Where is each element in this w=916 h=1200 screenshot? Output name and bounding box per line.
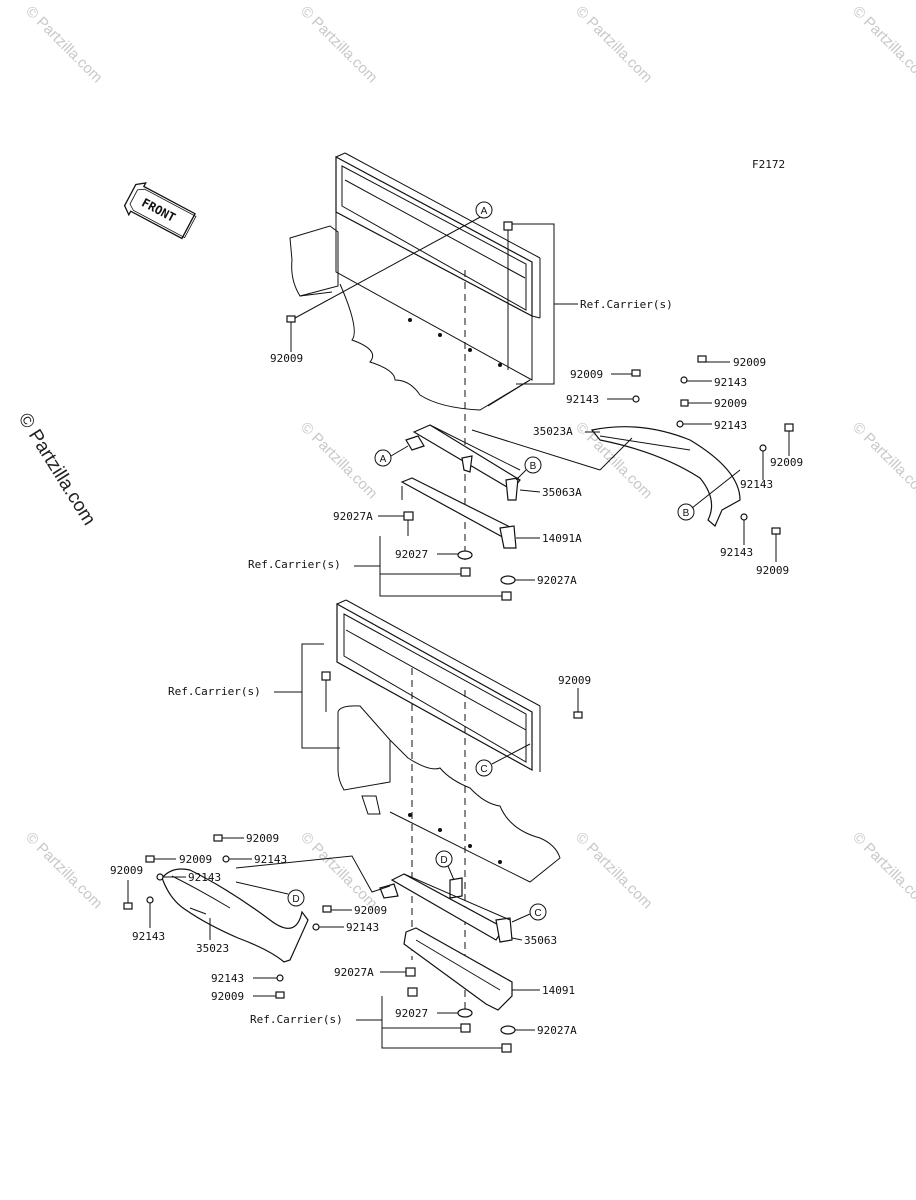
svg-text:92009: 92009	[270, 352, 303, 365]
svg-text:92143: 92143	[211, 972, 244, 985]
bolt-92009: 92009	[270, 315, 303, 365]
svg-text:Ref.Carrier(s): Ref.Carrier(s)	[168, 685, 261, 698]
fender-35023: 35023	[161, 855, 391, 963]
svg-text:92143: 92143	[740, 478, 773, 491]
svg-text:C: C	[534, 908, 541, 919]
front-arrow-icon: FRONT	[123, 182, 197, 240]
svg-text:35063: 35063	[524, 934, 557, 947]
svg-text:92009: 92009	[570, 368, 603, 381]
callout-a: A	[475, 201, 493, 219]
nuts-lower: 92027A 92027 92027A Ref.Carrier(s)	[250, 966, 577, 1053]
svg-text:92009: 92009	[733, 356, 766, 369]
svg-text:92009: 92009	[354, 904, 387, 917]
callout-c: C	[475, 743, 531, 777]
svg-text:35023: 35023	[196, 942, 229, 955]
svg-text:92009: 92009	[179, 853, 212, 866]
svg-text:92009: 92009	[246, 832, 279, 845]
callout-d-upper: D	[435, 850, 455, 881]
nuts-upper: 92027A 92027 92027A Ref.Carrier(s)	[248, 510, 577, 601]
svg-text:92143: 92143	[254, 853, 287, 866]
watermark: © Partzilla.com	[849, 3, 916, 86]
watermark: © Partzilla.com	[849, 419, 916, 502]
svg-text:Ref.Carrier(s): Ref.Carrier(s)	[250, 1013, 343, 1026]
svg-text:92009: 92009	[770, 456, 803, 469]
svg-text:35063A: 35063A	[542, 486, 582, 499]
svg-text:92143: 92143	[132, 930, 165, 943]
watermark: © Partzilla.com	[849, 829, 916, 912]
watermark: © Partzilla.com	[572, 829, 655, 912]
stay-14091A: 14091A	[400, 477, 582, 549]
svg-text:35023A: 35023A	[533, 425, 573, 438]
svg-text:92027: 92027	[395, 548, 428, 561]
svg-text:92143: 92143	[714, 419, 747, 432]
svg-text:92143: 92143	[566, 393, 599, 406]
svg-text:14091: 14091	[542, 984, 575, 997]
watermark: © Partzilla.com	[297, 419, 380, 502]
watermark: © Partzilla.com	[297, 829, 380, 912]
crossbar-35063: 35063	[379, 873, 557, 947]
crossbar-35063A: 35063A	[405, 424, 633, 501]
svg-text:92027A: 92027A	[537, 1024, 577, 1037]
svg-text:92009: 92009	[110, 864, 143, 877]
svg-text:92143: 92143	[714, 376, 747, 389]
watermark: © Partzilla.com	[572, 3, 655, 86]
ref-carrier-lower: Ref.Carrier(s)	[168, 643, 340, 749]
svg-text:D: D	[292, 894, 299, 905]
svg-text:92009: 92009	[558, 674, 591, 687]
svg-text:92009: 92009	[714, 397, 747, 410]
watermark: © Partzilla.com	[22, 3, 105, 86]
callout-c-lower: C	[511, 903, 547, 923]
svg-text:92027A: 92027A	[537, 574, 577, 587]
svg-text:92027A: 92027A	[334, 966, 374, 979]
svg-text:92143: 92143	[720, 546, 753, 559]
upper-carrier-bed	[289, 152, 541, 411]
callout-b-upper: B	[515, 456, 542, 481]
fasteners-upper-right: 92009 92143 92009 92143 92009 92143 9200…	[566, 355, 803, 577]
svg-text:92009: 92009	[211, 990, 244, 1003]
callout-b: B	[677, 503, 695, 521]
svg-text:92027: 92027	[395, 1007, 428, 1020]
svg-text:B: B	[530, 461, 537, 472]
bolt-92009-lower: 92009	[558, 674, 591, 719]
svg-text:92143: 92143	[188, 871, 221, 884]
svg-text:A: A	[380, 454, 387, 465]
svg-text:92027A: 92027A	[333, 510, 373, 523]
svg-text:B: B	[683, 508, 690, 519]
svg-text:A: A	[481, 206, 488, 217]
stay-14091: 14091	[403, 927, 575, 1011]
fender-35023A: 35023A	[533, 425, 741, 527]
svg-text:14091A: 14091A	[542, 532, 582, 545]
svg-text:C: C	[480, 764, 487, 775]
ref-carrier-label: Ref.Carrier(s)	[580, 298, 673, 311]
fasteners-lower-left: 92009 92143 92009 92143 92009 92143 9200…	[110, 832, 387, 1003]
figure-code: F2172	[752, 158, 785, 171]
svg-text:92143: 92143	[346, 921, 379, 934]
svg-text:92009: 92009	[756, 564, 789, 577]
lower-carrier-bed	[336, 599, 561, 883]
watermark: © Partzilla.com	[297, 3, 380, 86]
callout-d-lower: D	[235, 881, 305, 907]
svg-text:D: D	[440, 855, 447, 866]
watermark: © Partzilla.com	[22, 829, 105, 912]
svg-text:Ref.Carrier(s): Ref.Carrier(s)	[248, 558, 341, 571]
callout-a-lower: A	[374, 445, 409, 467]
side-watermark: © Partzilla.com	[14, 410, 100, 530]
